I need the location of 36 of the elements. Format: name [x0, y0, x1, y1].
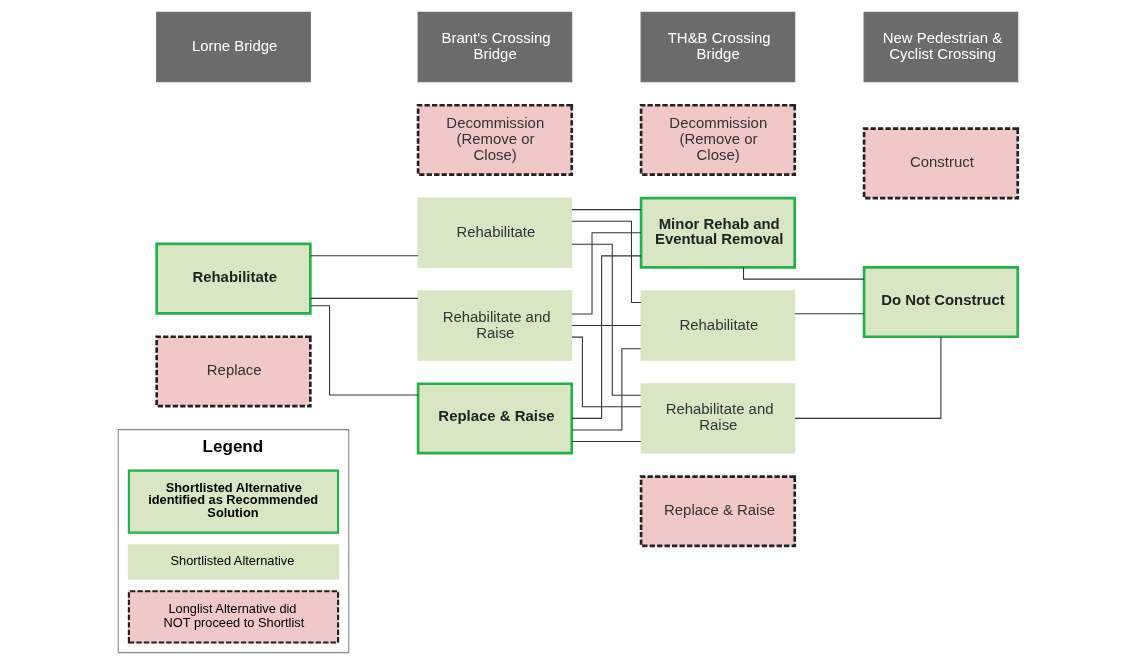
legend-label: Shortlisted Alternative identified as Recommended Solution	[148, 479, 319, 521]
connector	[571, 232, 642, 315]
node-box: Replace & Raise	[639, 475, 797, 548]
node-box: Minor Rehab and Eventual Removal	[639, 196, 797, 269]
node-box: Lorne Bridge	[156, 11, 311, 83]
node-box: Decommission (Remove or Close)	[416, 103, 574, 176]
connector	[571, 220, 642, 303]
node-box: Replace & Raise	[416, 382, 574, 455]
connector	[310, 255, 419, 257]
connector	[571, 255, 642, 419]
node-box: Replace	[155, 335, 312, 408]
connector	[794, 336, 942, 419]
connector	[794, 313, 865, 315]
connector	[310, 305, 419, 396]
node-box: Decommission (Remove or Close)	[639, 103, 797, 176]
connector	[743, 266, 865, 280]
connector	[310, 297, 419, 299]
node-box: Rehabilitate	[417, 197, 573, 268]
node-box: TH&B Crossing Bridge	[640, 11, 796, 83]
node-box: New Pedestrian & Cyclist Crossing	[863, 11, 1019, 83]
connector	[571, 336, 642, 408]
connector	[571, 440, 642, 443]
node-box: Brant's Crossing Bridge	[417, 11, 573, 83]
connector	[571, 325, 642, 327]
connector	[571, 209, 642, 211]
node-box: Do Not Construct	[862, 266, 1020, 339]
node-box: Rehabilitate and Raise	[640, 383, 796, 454]
label: Legend	[202, 437, 264, 457]
connector	[571, 348, 642, 431]
legend-label: Longlist Alternative did NOT proceed to Shortlist	[163, 601, 305, 631]
node-box: Rehabilitate	[155, 242, 312, 315]
node-box: Construct	[862, 127, 1020, 200]
legend-label: Shortlisted Alternative	[170, 553, 295, 569]
node-box: Rehabilitate and Raise	[417, 290, 573, 361]
connector	[571, 243, 642, 396]
node-box: Rehabilitate	[640, 290, 796, 361]
